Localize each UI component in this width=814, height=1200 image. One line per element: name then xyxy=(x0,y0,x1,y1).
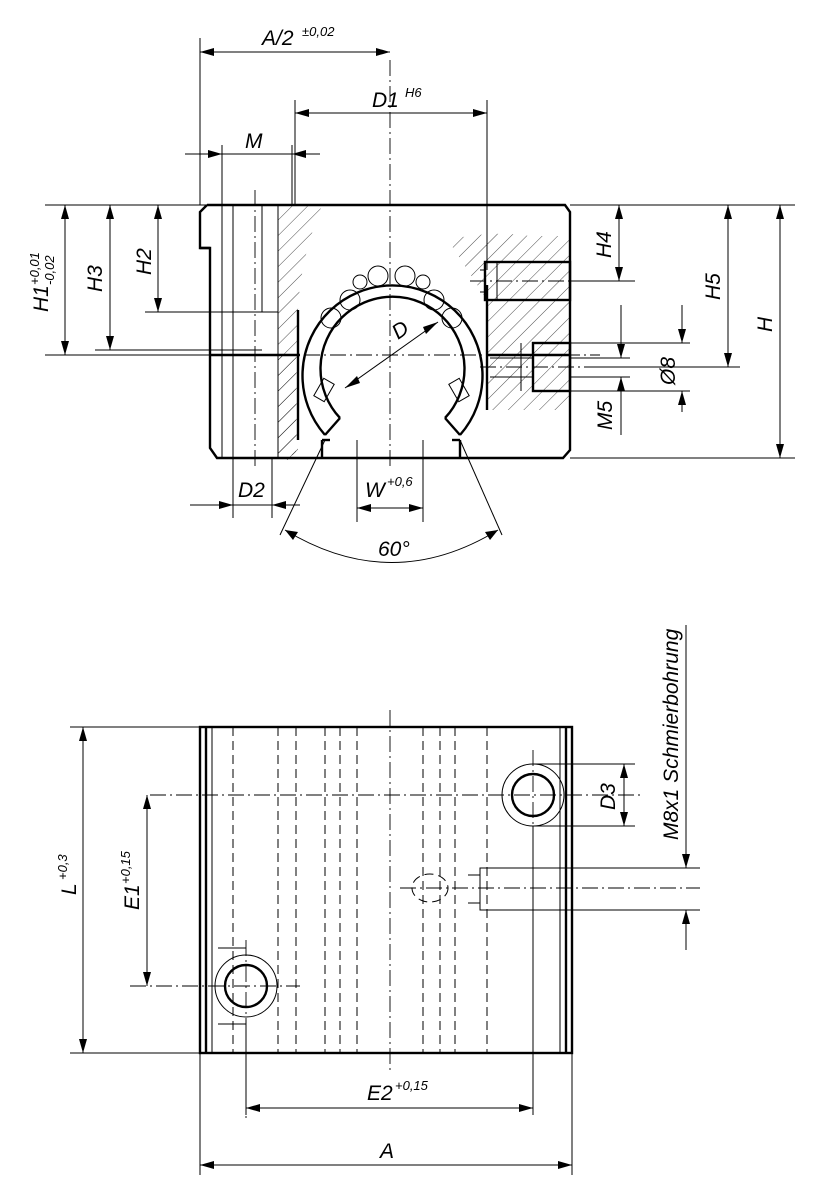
label-h: H xyxy=(754,316,777,332)
label-a-half: A/2 xyxy=(260,27,294,50)
label-l-tol: +0,3 xyxy=(55,854,70,880)
label-e1: E1 xyxy=(121,884,144,910)
label-d3: D3 xyxy=(597,783,620,810)
label-e2: E2 xyxy=(367,1082,393,1105)
label-h2: H2 xyxy=(133,248,156,275)
top-dimensions xyxy=(70,625,700,1175)
bearing-outer-ring xyxy=(301,284,484,436)
label-d2: D2 xyxy=(238,479,265,502)
dimension-labels: A/2 ±0,02 D1 H6 M H1 +0,01 -0,02 H3 H2 H… xyxy=(27,24,777,1163)
label-lube: M8x1 Schmierbohrung xyxy=(660,628,683,840)
label-d1-tol: H6 xyxy=(405,85,422,100)
block-outline xyxy=(198,725,574,1055)
section-hatch-right xyxy=(448,233,570,410)
label-h1-tol-upper: +0,01 xyxy=(27,252,42,285)
section-hatch-left-lower xyxy=(278,355,296,455)
label-h5: H5 xyxy=(702,273,725,300)
label-d1: D1 xyxy=(372,89,399,112)
label-h4: H4 xyxy=(593,231,616,258)
label-angle: 60° xyxy=(378,538,410,561)
label-h1-tol-lower: -0,02 xyxy=(42,255,57,285)
front-dimensions xyxy=(45,38,795,563)
label-l: L xyxy=(58,883,81,895)
top-view xyxy=(130,710,700,1120)
label-h3: H3 xyxy=(84,265,107,292)
label-a-half-tol: ±0,02 xyxy=(302,24,335,39)
label-w: W xyxy=(365,479,387,502)
front-view xyxy=(198,60,600,470)
section-hatch-left xyxy=(233,205,322,460)
label-e2-tol: +0,15 xyxy=(395,1078,429,1093)
label-e1-tol: +0,15 xyxy=(118,850,133,884)
label-a: A xyxy=(378,1140,394,1163)
bearing-inner-ring xyxy=(319,295,466,419)
label-d: D xyxy=(388,317,414,345)
label-h1: H1 xyxy=(30,285,53,312)
label-m5: M5 xyxy=(594,401,617,430)
label-m: M xyxy=(245,130,263,153)
label-w-tol: +0,6 xyxy=(387,474,413,489)
label-phi8: Ø8 xyxy=(657,357,680,386)
bearing-balls xyxy=(313,265,470,403)
